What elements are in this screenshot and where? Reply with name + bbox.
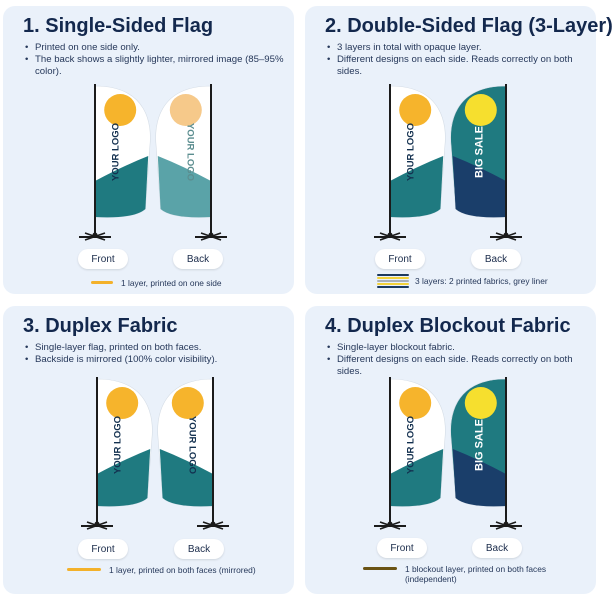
sun-circle [104, 94, 137, 126]
sun-circle [169, 94, 202, 126]
front-flag: YOUR LOGO [81, 377, 153, 530]
panel-duplex-fabric: 3. Duplex Fabric Single-layer flag, prin… [3, 306, 294, 594]
panel-title: 4. Duplex Blockout Fabric [325, 315, 571, 337]
base-hub [208, 232, 214, 238]
bullet-item: The back shows a slightly lighter, mirro… [25, 54, 287, 78]
base-hub [210, 521, 216, 527]
flag-text: YOUR LOGO [111, 123, 122, 181]
flag-wave-band [390, 156, 444, 218]
back-flag: YOUR LOGO [155, 84, 227, 241]
flag-illustration: YOUR LOGO YOUR LOGO [79, 84, 227, 241]
front-label: Front [377, 538, 427, 558]
back-label: Back [174, 539, 224, 559]
blockout-layer-line-icon [363, 567, 397, 570]
back-label: Back [471, 249, 521, 269]
flag-wave-band [97, 449, 151, 507]
panel-title: 1. Single-Sided Flag [23, 15, 214, 37]
sun-circle [464, 94, 497, 126]
single-layer-line-icon [91, 281, 113, 284]
front-label: Front [375, 249, 425, 269]
flag-text: BIG SALE [473, 419, 485, 471]
back-flag: BIG SALE [450, 84, 522, 241]
flag-illustration: YOUR LOGO YOUR LOGO [81, 377, 229, 530]
flag-wave-band [390, 449, 444, 507]
three-layer-stack-icon [377, 274, 409, 289]
bullet-item: Printed on one side only. [25, 42, 287, 54]
bullet-item: Backside is mirrored (100% color visibil… [25, 354, 287, 366]
flag-text: YOUR LOGO [113, 416, 124, 474]
flag-text: YOUR LOGO [184, 123, 195, 181]
front-flag: YOUR LOGO [79, 84, 151, 241]
legend-text: 3 layers: 2 printed fabrics, grey liner [415, 276, 548, 286]
bullet-list: Single-layer blockout fabric. Different … [327, 342, 589, 378]
flag-wave-band [452, 156, 506, 218]
bullet-item: Different designs on each side. Reads co… [327, 54, 589, 78]
front-flag: YOUR LOGO [374, 84, 446, 241]
back-flag: YOUR LOGO [157, 377, 229, 530]
base-hub [387, 521, 393, 527]
bullet-item: Different designs on each side. Reads co… [327, 354, 589, 378]
flag-text: YOUR LOGO [406, 123, 417, 181]
front-label: Front [78, 249, 128, 269]
bullet-item: Single-layer flag, printed on both faces… [25, 342, 287, 354]
bullet-item: 3 layers in total with opaque layer. [327, 42, 589, 54]
flag-wave-band [157, 156, 211, 218]
legend: 1 blockout layer, printed on both faces … [363, 564, 565, 584]
base-hub [387, 232, 393, 238]
bullet-list: 3 layers in total with opaque layer. Dif… [327, 42, 589, 78]
panel-title: 2. Double-Sided Flag (3-Layer) [325, 15, 613, 37]
flag-illustration: YOUR LOGO BIG SALE [374, 84, 522, 241]
base-hub [94, 521, 100, 527]
legend: 1 layer, printed on both faces (mirrored… [67, 565, 256, 575]
panel-single-sided: 1. Single-Sided Flag Printed on one side… [3, 6, 294, 294]
legend-text: 1 layer, printed on one side [121, 278, 222, 288]
panel-double-sided: 2. Double-Sided Flag (3-Layer) 3 layers … [305, 6, 613, 294]
back-label: Back [472, 538, 522, 558]
back-flag: BIG SALE [450, 377, 522, 530]
panel-title: 3. Duplex Fabric [23, 315, 178, 337]
sun-circle [171, 387, 204, 419]
flag-text: BIG SALE [473, 126, 485, 178]
sun-circle [399, 94, 432, 126]
legend-text: 1 blockout layer, printed on both faces … [405, 564, 547, 584]
front-flag: YOUR LOGO [374, 377, 446, 530]
flag-text: YOUR LOGO [186, 416, 197, 474]
base-hub [503, 232, 509, 238]
flag-wave-band [159, 449, 213, 507]
base-hub [503, 521, 509, 527]
flag-wave-band [452, 449, 506, 507]
sun-circle [399, 387, 432, 419]
single-layer-line-icon [67, 568, 101, 571]
bullet-item: Single-layer blockout fabric. [327, 342, 589, 354]
back-label: Back [173, 249, 223, 269]
bullet-list: Printed on one side only. The back shows… [25, 42, 287, 78]
bullet-list: Single-layer flag, printed on both faces… [25, 342, 287, 366]
legend: 1 layer, printed on one side [91, 278, 222, 288]
sun-circle [464, 387, 497, 419]
panel-duplex-blockout: 4. Duplex Blockout Fabric Single-layer b… [305, 306, 596, 594]
flag-illustration: YOUR LOGO BIG SALE [374, 377, 522, 530]
flag-wave-band [95, 156, 149, 218]
legend-text: 1 layer, printed on both faces (mirrored… [109, 565, 256, 575]
sun-circle [106, 387, 139, 419]
legend: 3 layers: 2 printed fabrics, grey liner [377, 274, 548, 289]
front-label: Front [78, 539, 128, 559]
base-hub [92, 232, 98, 238]
flag-text: YOUR LOGO [406, 416, 417, 474]
